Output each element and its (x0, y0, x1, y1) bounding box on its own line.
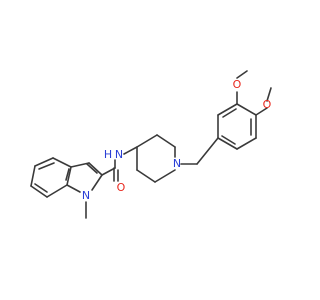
carbonyl-oxygen-label: O (117, 181, 126, 194)
amide-nitrogen-label: N (115, 148, 123, 161)
bond (91, 174, 103, 191)
bond (66, 184, 81, 193)
bonds (30, 70, 272, 219)
bond (65, 168, 70, 181)
bond (88, 162, 103, 176)
bond (136, 134, 158, 148)
bond (46, 184, 68, 198)
bond (52, 157, 72, 168)
bond (196, 137, 219, 165)
bond (123, 146, 138, 155)
bond (221, 135, 236, 145)
amide-hydrogen-label: H (104, 148, 112, 161)
bond (34, 157, 54, 167)
oxygen-label: O (233, 78, 242, 91)
bond (70, 162, 90, 168)
bond (101, 167, 116, 176)
bond (266, 87, 272, 102)
bond (30, 185, 48, 198)
piperidine-nitrogen-label: N (173, 157, 181, 170)
bond (255, 107, 268, 116)
bond (236, 103, 257, 116)
bond (222, 108, 237, 118)
indole-nitrogen-label: N (82, 189, 90, 202)
structure-diagram: O O N N H O N (30, 70, 272, 219)
bond (34, 183, 48, 193)
bond (156, 134, 176, 148)
oxygen-label: O (263, 98, 272, 111)
bond (236, 70, 248, 79)
atom-labels: O O N N H O N (82, 78, 272, 202)
bond (217, 137, 238, 150)
bond (86, 163, 98, 174)
bond (30, 165, 36, 187)
bond (136, 169, 156, 183)
bond (217, 103, 238, 116)
bond (154, 169, 176, 183)
bond (38, 162, 55, 170)
bond (236, 137, 257, 150)
bond (66, 166, 72, 186)
molecule-canvas: O O N N H O N (30, 70, 272, 219)
